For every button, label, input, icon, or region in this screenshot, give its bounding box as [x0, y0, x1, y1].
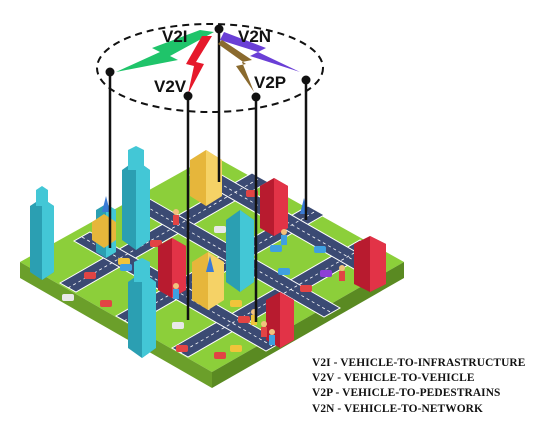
skyscraper	[122, 146, 150, 250]
red-building	[354, 236, 386, 292]
network-node	[301, 75, 311, 85]
legend-item-v2i: V2I - VEHICLE-TO-INFRASTRUCTURE	[312, 357, 526, 369]
connector-lines	[108, 29, 308, 322]
vehicle	[230, 345, 242, 352]
vehicle	[314, 246, 326, 253]
vehicle	[172, 322, 184, 329]
network-node	[105, 67, 115, 77]
v2i-label: V2I	[162, 27, 188, 46]
v2v-lightning	[186, 36, 212, 94]
vehicle	[120, 264, 132, 271]
vehicle	[270, 245, 282, 252]
vehicle	[214, 226, 226, 233]
network-node	[214, 24, 224, 34]
legend-item-v2n: V2N - VEHICLE-TO-NETWORK	[312, 402, 483, 415]
red-building	[266, 292, 294, 348]
network-ellipse	[96, 23, 324, 113]
v2n-label: V2N	[238, 27, 271, 46]
v2p-label: V2P	[254, 73, 286, 92]
vehicle	[100, 300, 112, 307]
yellow-building	[192, 252, 224, 310]
vehicle	[320, 270, 332, 277]
v2v-label: V2V	[154, 77, 187, 96]
v2n-lightning	[220, 32, 300, 72]
vehicle	[176, 345, 188, 352]
vehicle	[214, 352, 226, 359]
v2i-lightning	[116, 30, 214, 72]
skyscraper	[30, 186, 54, 280]
legend: V2I - VEHICLE-TO-INFRASTRUCTURE V2V - VE…	[312, 356, 548, 417]
legend-item-v2p: V2P - VEHICLE-TO-PEDESTRAINS	[312, 387, 501, 400]
v2p-lightning	[218, 40, 254, 92]
vehicle	[238, 316, 250, 323]
skyscraper	[226, 210, 254, 292]
vehicle	[150, 240, 162, 247]
vehicle	[300, 285, 312, 292]
vehicle	[230, 300, 242, 307]
network-nodes	[105, 24, 311, 102]
network-node	[183, 91, 193, 101]
vehicle	[84, 272, 96, 279]
network-node	[251, 92, 261, 102]
red-building	[158, 238, 186, 298]
vehicles	[62, 190, 332, 359]
red-building	[260, 178, 288, 236]
vehicle	[62, 294, 74, 301]
legend-item-v2v: V2V - VEHICLE-TO-VEHICLE	[312, 372, 475, 385]
pedestrians	[173, 209, 345, 345]
skyscraper	[128, 258, 156, 358]
vehicle	[278, 268, 290, 275]
vehicle	[118, 258, 130, 265]
yellow-building	[190, 150, 222, 206]
